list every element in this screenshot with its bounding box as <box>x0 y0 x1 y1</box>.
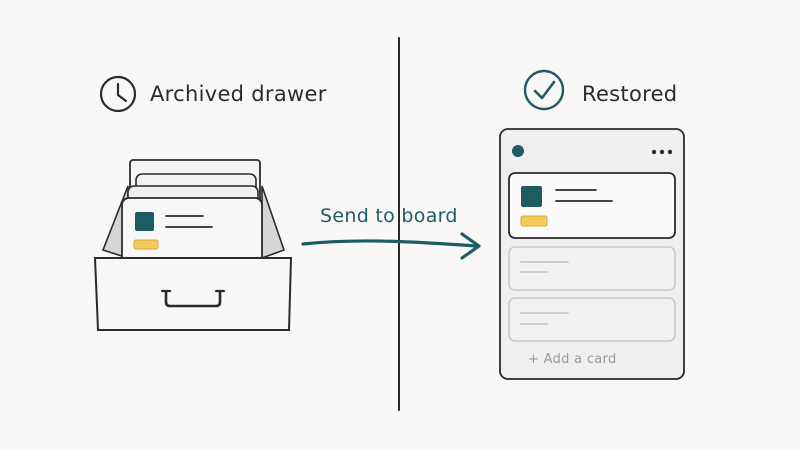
clock-icon <box>99 75 137 113</box>
restored-card-avatar <box>521 186 542 207</box>
board-status-dot <box>512 145 524 157</box>
more-horizontal-icon[interactable] <box>651 149 673 155</box>
check-circle-icon <box>523 69 565 111</box>
placeholder-card-2 <box>508 297 676 342</box>
send-to-board-label: Send to board <box>320 205 458 227</box>
archived-card-avatar <box>135 212 154 231</box>
restored-card <box>508 172 676 239</box>
restored-card-label-tag <box>520 215 548 227</box>
restored-title: Restored <box>582 82 678 106</box>
archived-card-label-tag <box>133 239 159 250</box>
placeholder-card-1 <box>508 246 676 291</box>
restored-board <box>499 128 685 380</box>
drawer-handle <box>164 290 222 308</box>
send-arrow <box>301 232 481 260</box>
drawer-right-wall <box>261 185 286 260</box>
drawer-front <box>93 257 293 331</box>
archive-drawer <box>93 159 293 331</box>
archived-drawer-title: Archived drawer <box>150 82 327 106</box>
center-divider <box>397 37 401 411</box>
add-card-button[interactable]: + Add a card <box>528 352 617 367</box>
